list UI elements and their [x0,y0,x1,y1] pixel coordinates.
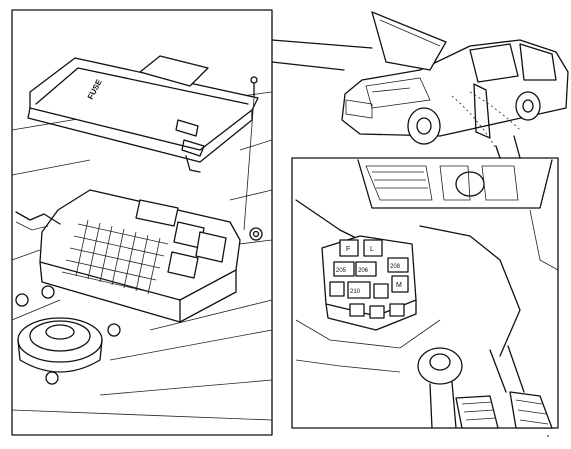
car-overview [341,11,569,153]
rear-wheel [515,91,541,121]
cover-screw-leader [243,76,258,231]
pedal-area [417,345,553,429]
relay-210 [347,281,371,299]
relay-206-label: 206 [358,268,369,274]
open-door [473,83,491,139]
dial-icon [455,171,485,197]
callout-line-interior [513,135,521,159]
callout-line-engine [271,61,345,71]
relay-l [363,239,383,257]
wiring-harness [15,221,49,231]
wiring-harness [15,211,61,225]
relay-208-label: 208 [390,264,401,270]
relay-slot [373,283,389,299]
relay-slot [369,305,385,319]
marker-dot [547,435,549,437]
interior-panel-frame [291,157,559,429]
relay-205 [333,261,355,277]
fuse-row-group [61,219,169,295]
relay-slot [389,303,405,317]
screw-icon [250,76,258,84]
relay-205-label: 205 [336,268,347,274]
fuse-box-base [39,189,241,323]
relay-block-interior: F L 205 206 208 210 M [321,235,417,331]
relay-block [167,251,199,279]
brake-pedal [455,395,499,429]
relay-m [391,275,409,293]
accelerator-pedal [509,391,553,429]
interior-relay-panel: F L 205 206 208 210 M [291,157,559,429]
callout-line-engine [271,39,373,49]
front-wheel [407,107,441,145]
dashboard-background [295,159,559,373]
relay-l-label: L [370,246,374,253]
engine-bay-panel-frame [11,9,273,436]
relay-206 [355,261,377,277]
relay-m-label: M [396,282,402,289]
relay-f-label: F [346,246,350,253]
relay-f [339,239,359,257]
mounting-bolt [249,227,263,241]
strut-tower [15,285,121,385]
relay-slot [329,281,345,297]
open-hood [371,11,447,71]
cover-latch-tab [139,55,209,87]
relay-block [135,199,179,227]
relay-208 [387,257,409,273]
engine-bay-panel: FUSE [11,9,273,436]
relay-210-label: 210 [350,289,361,295]
relay-slot [349,303,365,317]
fuse-box-cover: FUSE [27,55,259,173]
callout-line-interior [495,145,501,159]
relay-block [195,231,227,263]
